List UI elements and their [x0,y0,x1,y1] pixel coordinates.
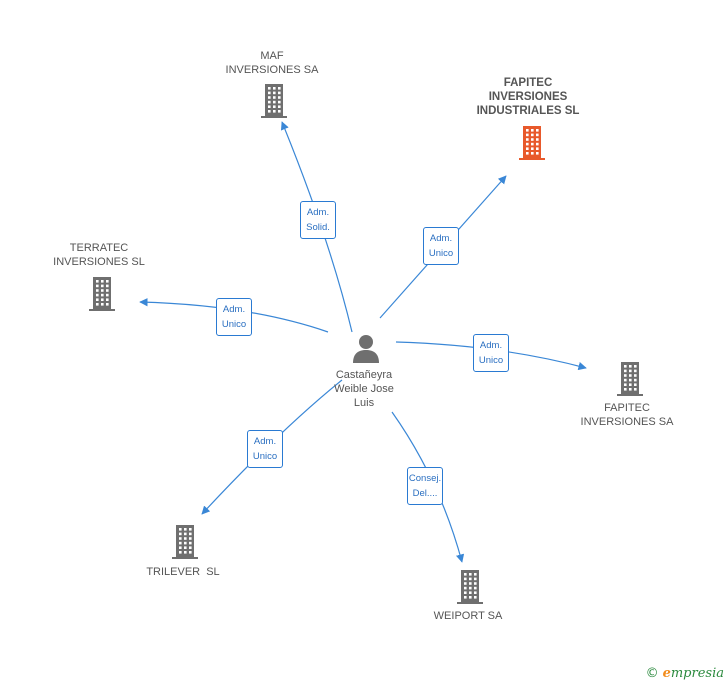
relation-line: Adm. [479,340,503,351]
company-name-line: FAPITEC [503,77,553,89]
relation-label-weiport[interactable]: Consej. Del.... [407,467,443,505]
company-label-maf[interactable]: MAF INVERSIONES SA [226,49,319,77]
company-label-fapitec-industriales[interactable]: FAPITEC INVERSIONES INDUSTRIALES SL [477,76,580,118]
relation-line: Consej. [408,473,442,484]
building-icon[interactable] [517,126,547,165]
relation-line: Del.... [412,488,438,499]
building-icon[interactable] [455,570,485,609]
company-name-line: INVERSIONES SA [225,64,319,76]
building-icon[interactable] [170,525,200,564]
center-name-line: Luis [353,397,375,409]
company-name-line: FAPITEC [604,402,650,414]
center-name-line: Weible Jose [334,383,394,395]
center-person-name[interactable]: Castañeyra Weible Jose Luis [334,368,394,410]
brand-initial: e [662,666,671,681]
center-person-icon[interactable] [351,333,381,368]
relation-line: Unico [221,319,247,330]
copyright-symbol: © [645,666,659,681]
building-icon[interactable] [259,84,289,123]
building-icon[interactable] [87,277,117,316]
relation-line: Adm. [253,436,277,447]
center-name-line: Castañeyra [335,369,393,381]
building-icon[interactable] [615,362,645,401]
company-name-line: INVERSIONES SA [580,416,674,428]
company-name-line: WEIPORT SA [433,610,503,622]
relation-line: Adm. [429,233,453,244]
relation-line: Unico [478,355,504,366]
empresia-logo: ©empresia [646,666,724,681]
company-label-terratec[interactable]: TERRATEC INVERSIONES SL [53,241,145,269]
relation-line: Adm. [306,207,330,218]
brand-name: mpresia [670,666,724,681]
company-name-line: MAF [260,50,284,62]
company-name-line: TERRATEC [69,242,129,254]
relation-line: Unico [252,451,278,462]
relation-label-fapitec-sa[interactable]: Adm. Unico [473,334,509,372]
company-name-line: TRILEVER SL [146,566,220,578]
relation-line: Adm. [222,304,246,315]
company-label-fapitec-sa[interactable]: FAPITEC INVERSIONES SA [581,401,674,429]
relation-line: Solid. [306,222,330,233]
relation-line: Unico [428,248,454,259]
relation-label-trilever[interactable]: Adm. Unico [247,430,283,468]
company-name-line: INDUSTRIALES SL [476,105,580,117]
company-name-line: INVERSIONES [488,91,568,103]
relation-label-fapitec-industriales[interactable]: Adm. Unico [423,227,459,265]
relation-label-terratec[interactable]: Adm. Unico [216,298,252,336]
company-name-line: INVERSIONES SL [53,256,145,268]
company-label-weiport[interactable]: WEIPORT SA [434,609,503,623]
company-label-trilever[interactable]: TRILEVER SL [146,565,219,579]
relation-label-maf[interactable]: Adm. Solid. [300,201,336,239]
